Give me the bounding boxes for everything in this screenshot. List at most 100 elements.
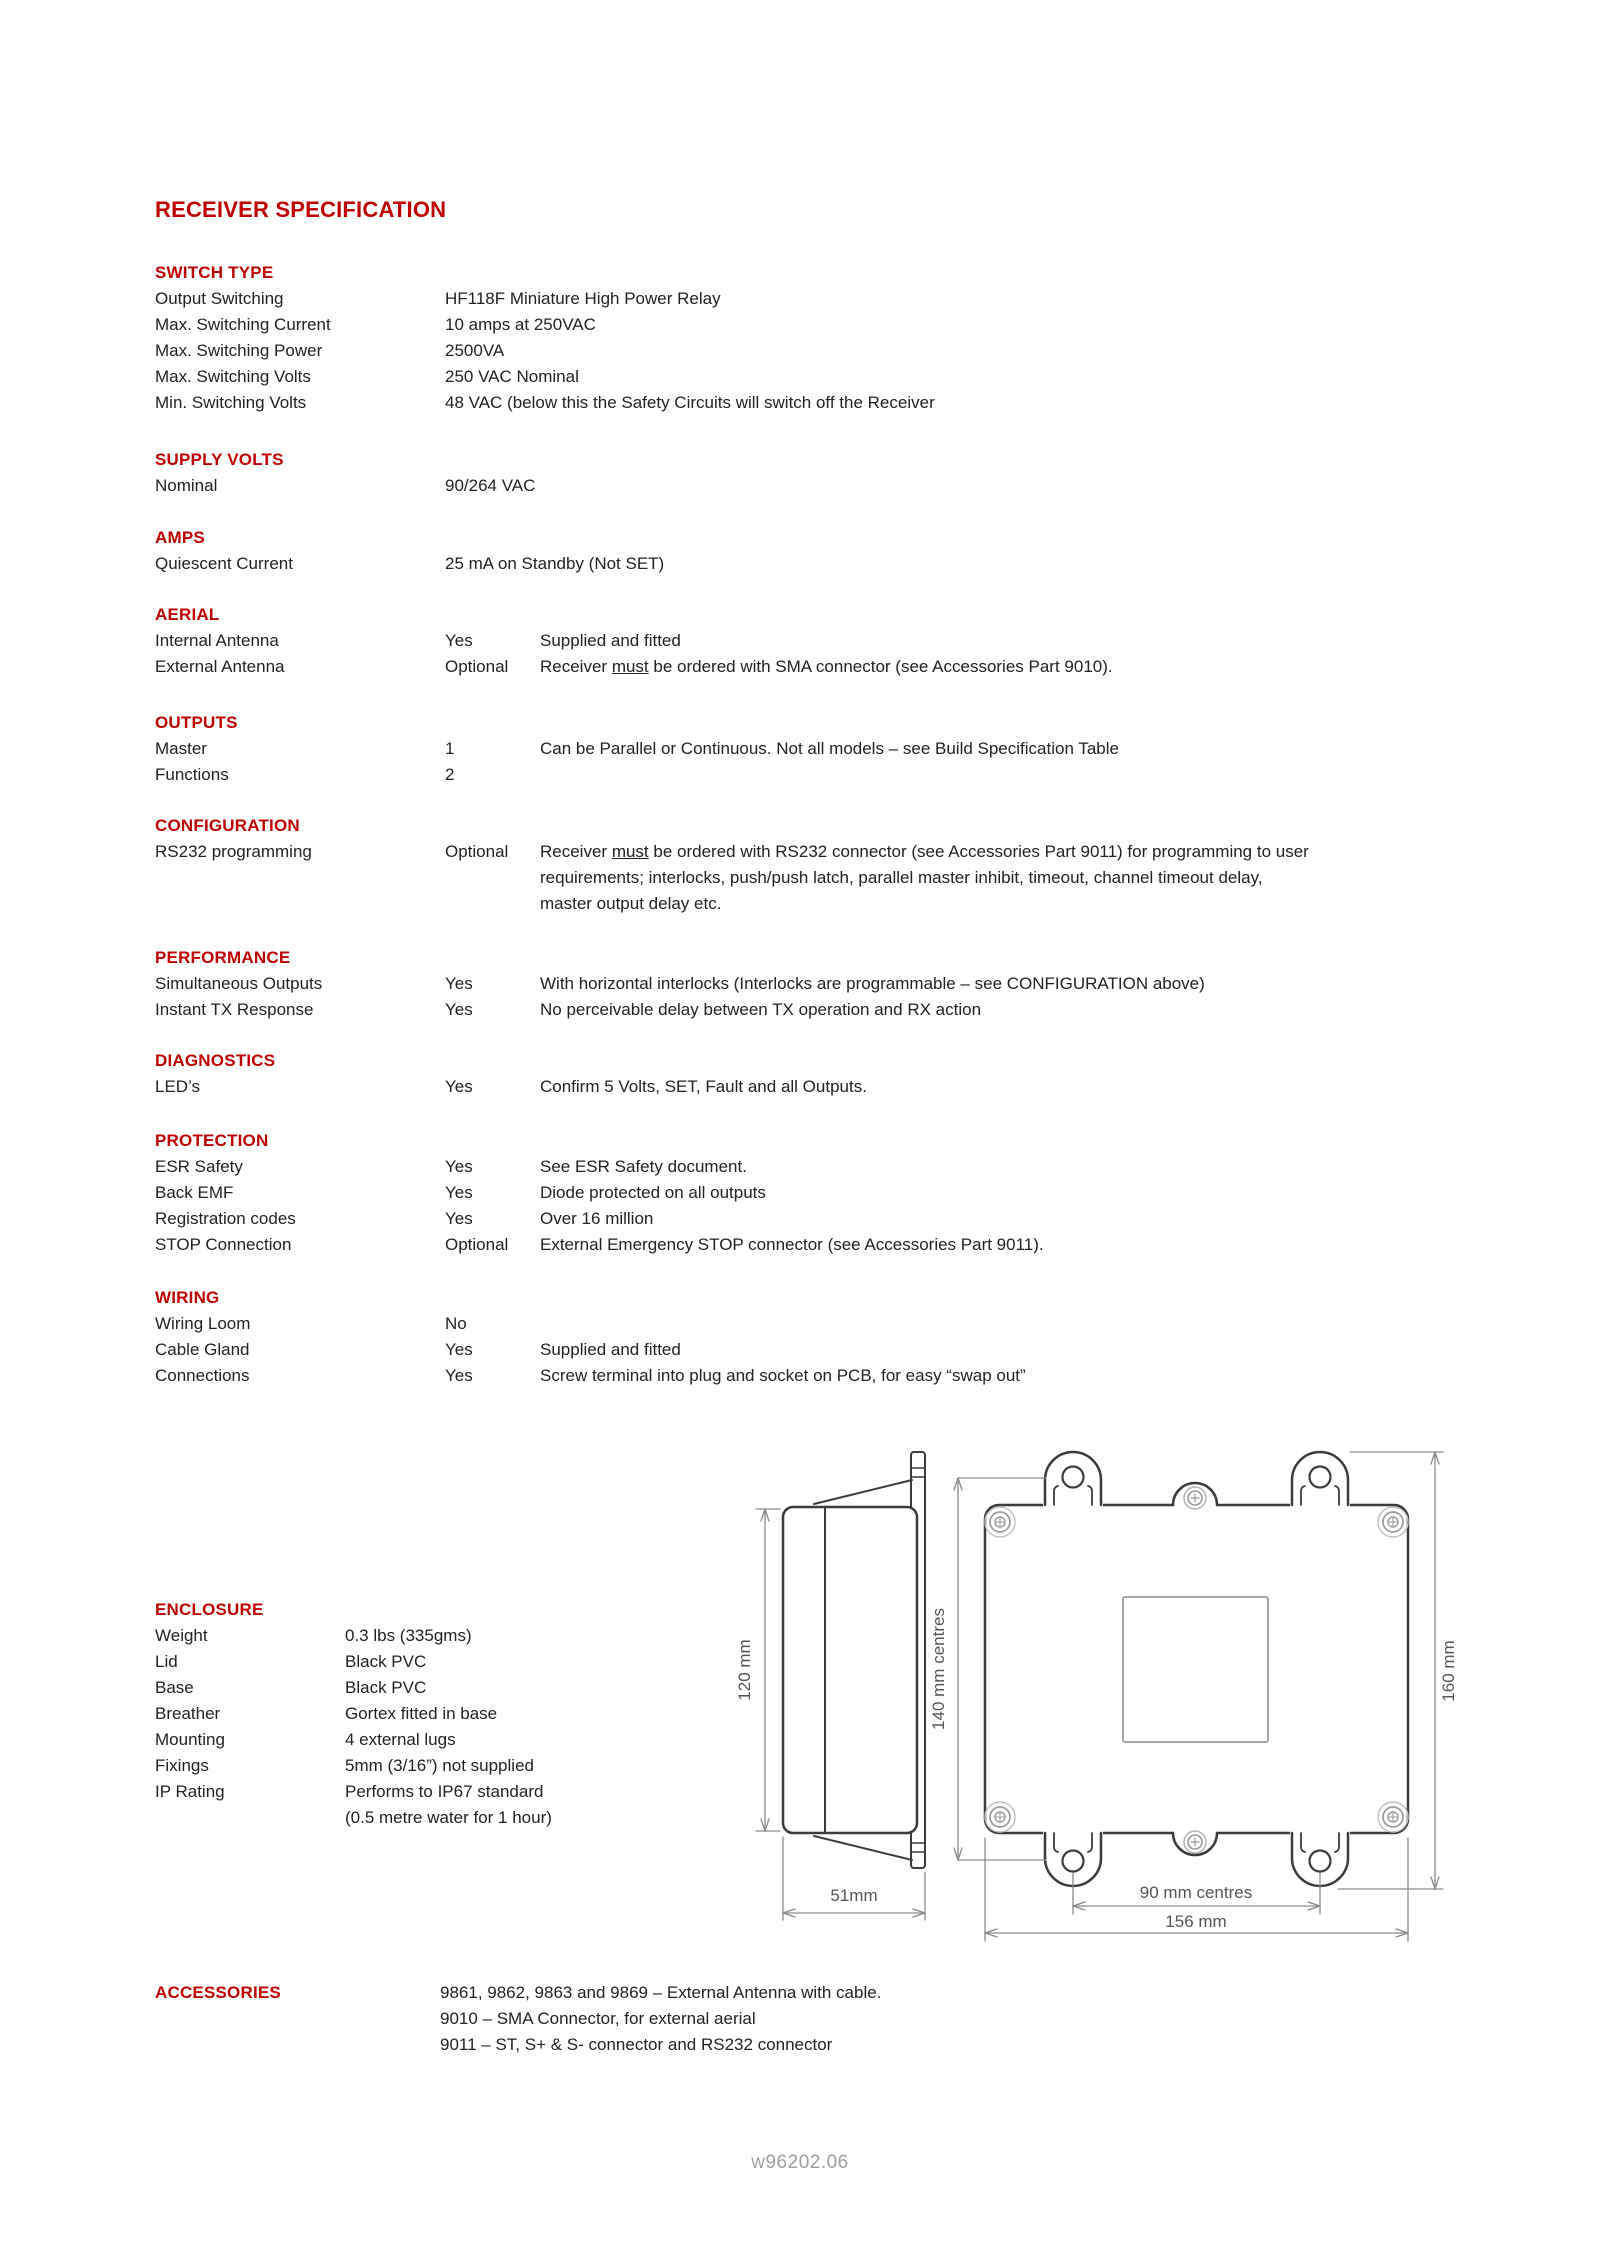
spec-value: 25 mA on Standby (Not SET) [445,554,665,573]
spec-note: See ESR Safety document. [540,1157,747,1176]
spec-note: Confirm 5 Volts, SET, Fault and all Outp… [540,1077,867,1096]
spec-row: (0.5 metre water for 1 hour) [155,1805,1485,1831]
spec-value: No [445,1314,467,1333]
spec-row: Wiring Loom No [155,1311,1485,1337]
spec-value: Optional [445,657,509,676]
spec-value: 250 VAC Nominal [445,367,579,386]
spec-note: Receiver must be ordered with RS232 conn… [540,842,1309,861]
spec-row: Base Black PVC [155,1675,1485,1701]
spec-value: Black PVC [345,1678,427,1697]
spec-value: 0.3 lbs (335gms) [345,1626,472,1645]
spec-label: Nominal [155,476,218,495]
spec-value: 90/264 VAC [445,476,536,495]
spec-row: Max. Switching Volts 250 VAC Nominal [155,364,1485,390]
spec-label: Quiescent Current [155,554,293,573]
spec-note: Screw terminal into plug and socket on P… [540,1366,1026,1385]
spec-label: Internal Antenna [155,631,279,650]
spec-label: Min. Switching Volts [155,393,307,412]
spec-row: requirements; interlocks, push/push latc… [155,865,1485,891]
spec-label: Breather [155,1704,221,1723]
spec-row: RS232 programming Optional Receiver must b… [155,839,1485,865]
spec-value: Gortex fitted in base [345,1704,498,1723]
dimension-lines [755,1451,1444,1942]
section-heading: SWITCH TYPE [155,263,274,282]
spec-value: 2500VA [445,341,505,360]
lug-hole [1061,1465,1085,1489]
dim-side-depth: 51mm [830,1886,877,1905]
spec-label: Master [155,739,207,758]
screw [1183,1830,1207,1854]
spec-label: Max. Switching Volts [155,367,311,386]
document-number: w96202.06 [751,2152,849,2173]
section-heading: OUTPUTS [155,713,238,732]
section-heading: AMPS [155,528,205,547]
section-supply-volts: SUPPLY VOLTS Nominal 90/264 VAC [155,447,1485,499]
spec-label: Mounting [155,1730,225,1749]
page-title: RECEIVER SPECIFICATION [155,197,447,222]
dim-side-height: 120 mm [735,1639,754,1700]
spec-note: External Emergency STOP connector (see A… [540,1235,1044,1254]
spec-label: Cable Gland [155,1340,250,1359]
section-heading: PERFORMANCE [155,948,291,967]
dimension-labels: 120 mm 140 mm centres 160 mm 51mm 90 mm … [735,1608,1458,1931]
corner-screws [984,1506,1409,1833]
spec-value: HF118F Miniature High Power Relay [445,289,721,308]
screw [984,1801,1016,1833]
section-accessories: ACCESSORIES 9861, 9862, 9863 and 9869 – … [155,1980,1485,2070]
spec-row: LED’s Yes Confirm 5 Volts, SET, Fault and … [155,1074,1485,1100]
spec-value: Performs to IP67 standard [345,1782,544,1801]
spec-value: Optional [445,1235,509,1254]
spec-note: Diode protected on all outputs [540,1183,766,1202]
section-amps: AMPS Quiescent Current 25 mA on Standby (… [155,525,1485,577]
spec-row: master output delay etc. [155,891,1485,917]
spec-note: Receiver must be ordered with SMA connec… [540,657,1113,676]
screw [1183,1486,1207,1510]
spec-value: Yes [445,1209,473,1228]
spec-value: Yes [445,1366,473,1385]
spec-value: Optional [445,842,509,861]
screw [1377,1506,1409,1538]
front-view-outline [983,1503,1410,1835]
spec-row: Breather Gortex fitted in base [155,1701,1485,1727]
spec-label: RS232 programming [155,842,312,861]
spec-value: Yes [445,1000,473,1019]
spec-label: Wiring Loom [155,1314,251,1333]
spec-label: Lid [155,1652,178,1671]
spec-note: Supplied and fitted [540,1340,681,1359]
spec-value: (0.5 metre water for 1 hour) [345,1808,552,1827]
spec-value: Yes [445,631,473,650]
spec-value: Yes [445,1077,473,1096]
spec-label: ESR Safety [155,1157,243,1176]
section-heading: SUPPLY VOLTS [155,450,284,469]
screw [1377,1801,1409,1833]
spec-label: LED’s [155,1077,201,1096]
spec-label: Base [155,1678,194,1697]
spec-label: IP Rating [155,1782,225,1801]
spec-label: Fixings [155,1756,209,1775]
spec-value: 2 [445,765,455,784]
spec-row: IP Rating Performs to IP67 standard [155,1779,1485,1805]
accessory-line: 9861, 9862, 9863 and 9869 – External Ant… [440,1983,882,2002]
spec-value: Yes [445,974,473,993]
spec-note: master output delay etc. [540,894,722,913]
dim-overall-width: 156 mm [1165,1912,1226,1931]
mounting-lug-top-left [1043,1450,1103,1508]
spec-row: Nominal 90/264 VAC [155,473,1485,499]
accessories-list: 9861, 9862, 9863 and 9869 – External Ant… [440,1980,881,2058]
